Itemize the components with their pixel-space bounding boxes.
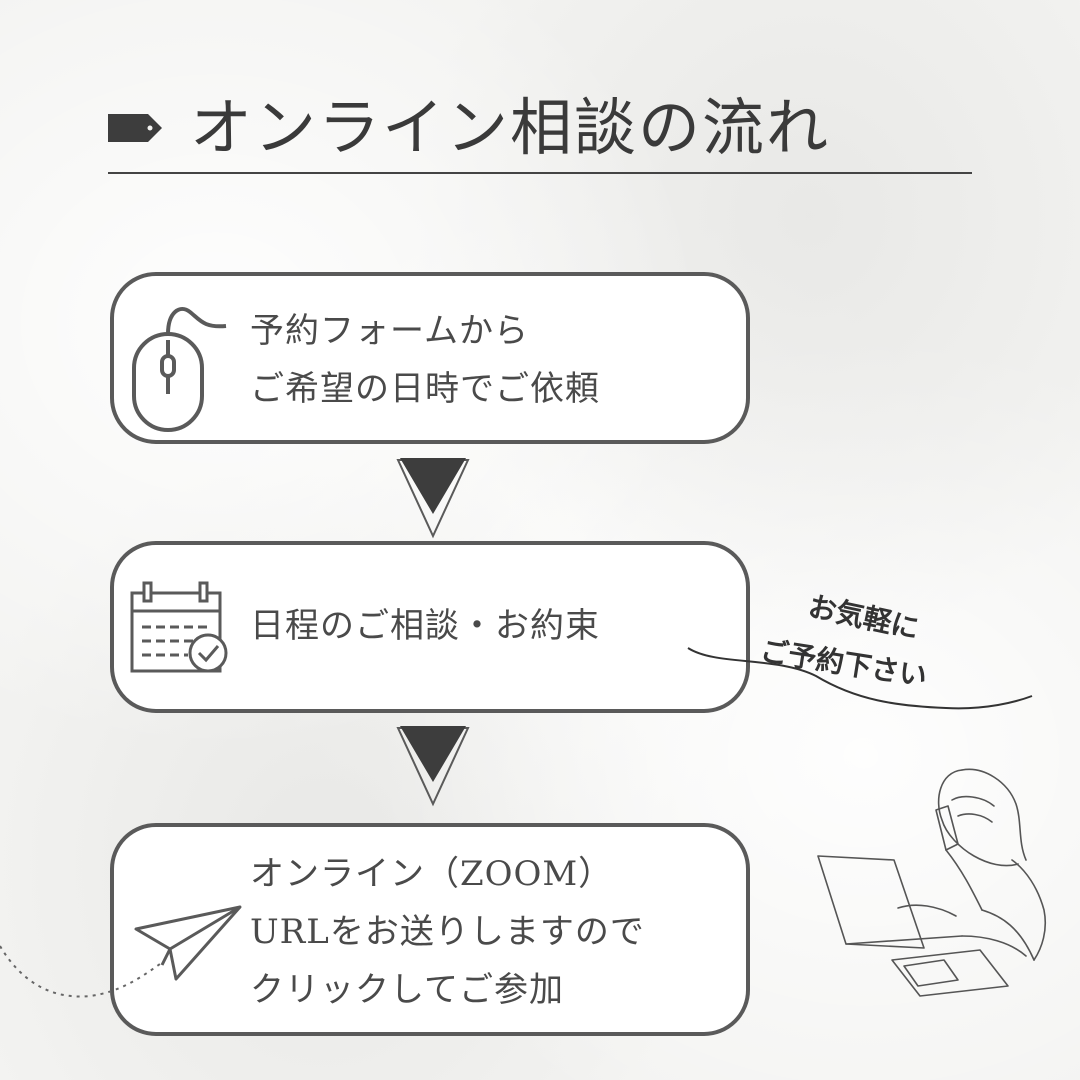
step-3-line-3: クリックしてご参加 [250, 970, 564, 1010]
title-divider [108, 172, 972, 174]
tag-icon [108, 114, 162, 142]
step-3-line-1: オンライン（ZOOM） [250, 854, 614, 894]
step-1-line-1: 予約フォームから [250, 311, 529, 351]
page-title: オンライン相談の流れ [190, 91, 831, 164]
step-2-line-1: 日程のご相談・お約束 [250, 606, 600, 646]
down-arrow-icon [396, 726, 470, 807]
dotted-path [0, 945, 161, 998]
calendar-check-icon [130, 581, 228, 673]
down-arrow-icon [396, 458, 470, 539]
step-1-line-2: ご希望の日時でご依頼 [250, 369, 600, 409]
step-card-3: オンライン（ZOOM） URLをお送りしますので クリックしてご参加 [110, 823, 750, 1036]
woman-laptop-illustration [817, 768, 1047, 997]
handwritten-note: お気軽に ご予約下さい [758, 590, 1000, 700]
paper-plane-icon [134, 905, 242, 981]
step-card-1: 予約フォームから ご希望の日時でご依頼 [110, 272, 750, 444]
note-underline [687, 647, 1033, 710]
mouse-icon [132, 307, 227, 432]
page-heading: オンライン相談の流れ [108, 88, 972, 174]
step-card-2: 日程のご相談・お約束 [110, 541, 750, 713]
step-3-line-2: URLをお送りしますので [250, 912, 645, 952]
